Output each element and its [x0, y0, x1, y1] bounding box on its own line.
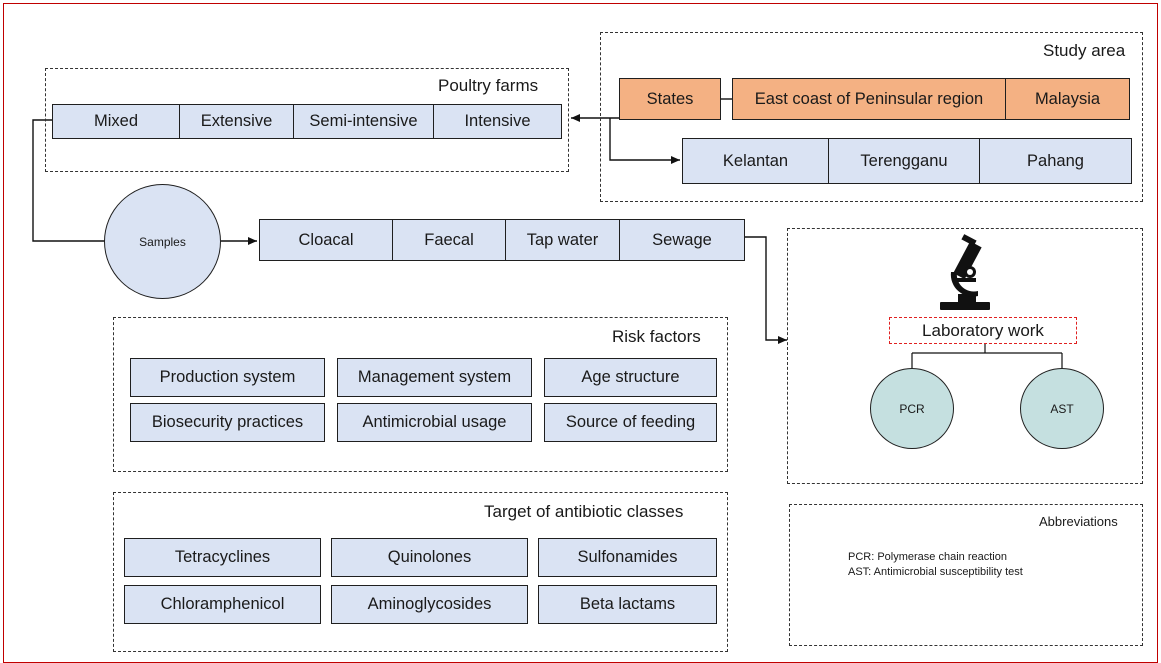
antibiotic-sulfonamides: Sulfonamides [538, 538, 717, 577]
sample-cloacal: Cloacal [259, 219, 393, 261]
state-kelantan: Kelantan [682, 138, 829, 184]
risk-source-of-feeding: Source of feeding [544, 403, 717, 442]
antibiotic-beta-lactams: Beta lactams [538, 585, 717, 624]
antibiotic-quinolones: Quinolones [331, 538, 528, 577]
farm-extensive: Extensive [179, 104, 294, 139]
risk-factors-title: Risk factors [612, 327, 701, 346]
antibiotic-classes-title: Target of antibiotic classes [484, 502, 684, 521]
abbreviations-panel [789, 504, 1143, 646]
risk-biosecurity-practices: Biosecurity practices [130, 403, 325, 442]
study-area-title: Study area [1043, 41, 1126, 60]
arrow-samples-to-lab [745, 236, 787, 344]
method-ast: AST [1020, 368, 1104, 449]
abbreviations-title: Abbreviations [1039, 514, 1118, 529]
antibiotic-tetracyclines: Tetracyclines [124, 538, 321, 577]
antibiotic-aminoglycosides: Aminoglycosides [331, 585, 528, 624]
farm-mixed: Mixed [52, 104, 180, 139]
antibiotic-chloramphenicol: Chloramphenicol [124, 585, 321, 624]
state-pahang: Pahang [979, 138, 1132, 184]
poultry-farms-panel [45, 68, 569, 172]
sample-sewage: Sewage [619, 219, 745, 261]
study-area-panel [600, 32, 1143, 202]
sample-faecal: Faecal [392, 219, 506, 261]
samples-circle: Samples [104, 184, 221, 299]
state-terengganu: Terengganu [828, 138, 980, 184]
laboratory-panel [787, 228, 1143, 484]
abbreviation-pcr: PCR: Polymerase chain reaction [848, 551, 1007, 563]
east-coast-box: East coast of Peninsular region [732, 78, 1006, 120]
abbreviation-ast: AST: Antimicrobial susceptibility test [848, 566, 1023, 578]
farm-semi-intensive: Semi-intensive [293, 104, 434, 139]
states-box: States [619, 78, 721, 120]
sample-tap-water: Tap water [505, 219, 620, 261]
malaysia-box: Malaysia [1005, 78, 1130, 120]
risk-antimicrobial-usage: Antimicrobial usage [337, 403, 532, 442]
risk-factors-panel [113, 317, 728, 472]
farm-intensive: Intensive [433, 104, 562, 139]
method-pcr: PCR [870, 368, 954, 449]
arrow-states-to-kelantan [609, 118, 680, 164]
lab-work-label: Laboratory work [889, 317, 1077, 344]
risk-management-system: Management system [337, 358, 532, 397]
risk-production-system: Production system [130, 358, 325, 397]
risk-age-structure: Age structure [544, 358, 717, 397]
line-farms-to-samples [32, 119, 108, 242]
poultry-farms-title: Poultry farms [438, 76, 539, 95]
